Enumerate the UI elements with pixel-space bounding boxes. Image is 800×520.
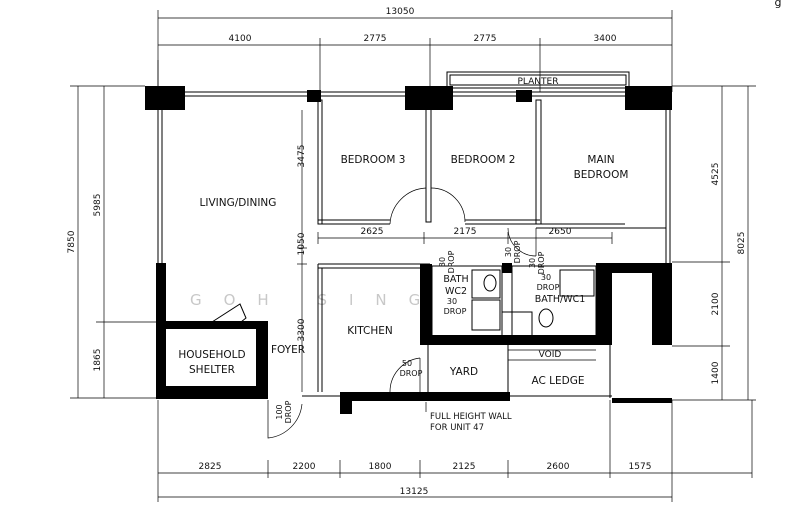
dim-overall-bottom: 13125 (400, 487, 429, 497)
dim-top-3: 2775 (474, 34, 497, 44)
label-household-shelter-1: HOUSEHOLD (178, 349, 245, 361)
label-ac-ledge: AC LEDGE (531, 375, 584, 387)
drop-wc1-inner-value: 30 (541, 273, 551, 282)
dim-top-4: 3400 (594, 34, 617, 44)
structural-walls (145, 86, 672, 414)
label-household-shelter-2: SHELTER (189, 364, 235, 376)
dim-left-1: 5985 (93, 194, 103, 217)
interior-walls (157, 71, 671, 398)
drop-markers: 30 DROP 30 DROP 30 DROP 30 DROP 30 DROP … (275, 240, 560, 423)
note-full-height-2: FOR UNIT 47 (430, 423, 484, 433)
dim-bottom-2: 2200 (293, 462, 316, 472)
dim-left-outer: 7850 (67, 230, 77, 253)
dim-left-2: 1865 (93, 349, 103, 372)
dim-bottom-3: 1800 (369, 462, 392, 472)
dim-top-1: 4100 (229, 34, 252, 44)
dim-interior-h-3: 2650 (549, 227, 572, 237)
corner-mark: g (775, 0, 782, 9)
drop-corridor-label: DROP (513, 240, 522, 263)
dim-bottom-6: 1575 (629, 462, 652, 472)
dim-right-3: 1400 (711, 361, 721, 384)
label-bath-wc2-2: WC2 (445, 286, 467, 297)
dim-interior-v-1: 3475 (297, 145, 307, 168)
drop-yard-value: 50 (402, 359, 412, 368)
right-dimensions: 4525 2100 1400 8025 (612, 85, 756, 401)
dim-right-1: 4525 (711, 163, 721, 186)
dim-interior-h-2: 2175 (454, 227, 477, 237)
dim-interior-h-1: 2625 (361, 227, 384, 237)
label-bedroom-2: BEDROOM 2 (451, 154, 516, 166)
drop-wc2-inner-label: DROP (444, 307, 467, 316)
label-void: VOID (539, 350, 562, 360)
drop-wc2-inner-value: 30 (447, 297, 457, 306)
label-bath-wc2-1: BATH (443, 274, 468, 285)
left-dimensions: 7850 5985 1865 (67, 85, 160, 399)
label-main-bedroom-1: MAIN (587, 154, 614, 166)
dim-overall-top: 13050 (386, 7, 415, 17)
drop-wc1-inner-label: DROP (537, 283, 560, 292)
dim-bottom-5: 2600 (547, 462, 570, 472)
dim-right-outer: 8025 (737, 232, 747, 255)
watermark: GOH SING (190, 291, 442, 309)
dim-bottom-4: 2125 (453, 462, 476, 472)
drop-entrance-value: 100 (275, 404, 284, 419)
drop-yard-label: DROP (400, 369, 423, 378)
label-foyer: FOYER (271, 344, 305, 356)
bottom-dimensions: 2825 2200 1800 2125 2600 1575 13125 (157, 400, 753, 502)
note-full-height-1: FULL HEIGHT WALL (430, 412, 512, 422)
dim-top-2: 2775 (364, 34, 387, 44)
dim-interior-v-3: 3300 (297, 318, 307, 341)
label-yard: YARD (449, 366, 478, 378)
drop-entrance-label: DROP (284, 400, 293, 423)
drop-wc2-value: 30 (438, 257, 447, 267)
dim-right-2: 2100 (711, 292, 721, 315)
drop-wc2-label: DROP (447, 250, 456, 273)
dim-interior-v-2: 1050 (297, 232, 307, 255)
dim-bottom-1: 2825 (199, 462, 222, 472)
top-dimensions: 13050 4100 2775 2775 3400 (157, 7, 673, 92)
label-bath-wc1: BATH/WC1 (535, 294, 586, 305)
drop-wc1-label: DROP (537, 251, 546, 274)
label-living-dining: LIVING/DINING (200, 197, 277, 209)
drop-corridor-value: 30 (504, 247, 513, 257)
label-kitchen: KITCHEN (347, 325, 393, 337)
label-main-bedroom-2: BEDROOM (574, 169, 629, 181)
drop-wc1-value: 30 (528, 258, 537, 268)
label-bedroom-3: BEDROOM 3 (341, 154, 406, 166)
label-planter: PLANTER (518, 77, 559, 87)
doors (267, 187, 596, 439)
